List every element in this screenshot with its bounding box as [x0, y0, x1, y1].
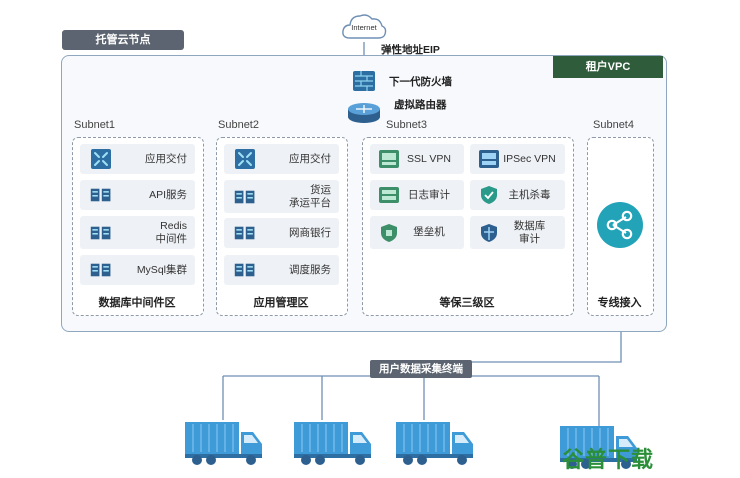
terminal-bus-label: 用户数据采集终端 — [370, 360, 472, 378]
truck-icon — [396, 422, 473, 465]
subnet2-item-bank: 网商银行 — [224, 218, 339, 248]
subnet3-item-db-audit: 数据库 审计 — [470, 216, 565, 249]
item-label: 堡垒机 — [413, 226, 445, 238]
truck-1 — [183, 420, 265, 471]
truck-2 — [292, 420, 374, 471]
subnet4-zone-label: 专线接入 — [597, 297, 642, 309]
cloud-icon — [342, 14, 387, 39]
firewall-icon — [352, 70, 376, 92]
watermark: 谷普下载 — [562, 447, 655, 472]
ipsec-vpn-icon — [478, 148, 500, 170]
subnet3-label: Subnet3 — [386, 119, 427, 131]
item-label: SSL VPN — [407, 152, 451, 165]
subnet2-label: Subnet2 — [218, 119, 259, 131]
subnet3-item-ssl-vpn: SSL VPN — [370, 144, 464, 174]
item-label: 调度服务 — [289, 263, 331, 276]
eip-label: 弹性地址EIP — [381, 44, 440, 56]
subnet3-item-antivirus: 主机杀毒 — [470, 180, 565, 210]
subnet2-item-dispatch: 调度服务 — [224, 255, 339, 285]
db-audit-icon — [478, 222, 500, 244]
server-icon — [234, 259, 256, 281]
truck-3 — [394, 420, 476, 471]
tenant-vpc-tag: 租户VPC — [553, 56, 663, 78]
item-label: Redis 中间件 — [155, 219, 188, 245]
truck-icon — [294, 422, 371, 465]
subnet3-item-log-audit: 日志审计 — [370, 180, 464, 210]
subnet2-item-app-delivery: 应用交付 — [224, 144, 339, 174]
truck-icon — [560, 426, 637, 469]
subnet1-item-app-delivery: 应用交付 — [80, 144, 195, 174]
subnet3-item-bastion: 堡垒机 — [370, 216, 464, 249]
item-label: MySql集群 — [136, 263, 187, 276]
server-icon — [90, 259, 112, 281]
server-icon — [90, 222, 112, 244]
subnet4-label: Subnet4 — [593, 119, 634, 131]
app-delivery-icon — [234, 148, 256, 170]
subnet1-label: Subnet1 — [74, 119, 115, 131]
router-label: 虚拟路由器 — [394, 99, 447, 111]
item-label: 数据库 审计 — [513, 219, 546, 245]
subnet3-zone-label: 等保三级区 — [439, 297, 495, 309]
item-label: 应用交付 — [145, 152, 187, 165]
truck-4 — [558, 424, 640, 475]
subnet1-item-redis: Redis 中间件 — [80, 216, 195, 249]
subnet1-zone-label: 数据库中间件区 — [98, 297, 176, 309]
item-label: 货运 承运平台 — [289, 183, 331, 209]
bastion-icon — [378, 222, 400, 244]
router-icon — [346, 101, 382, 125]
subnet2-item-freight: 货运 承运平台 — [224, 180, 339, 213]
ssl-vpn-icon — [378, 148, 400, 170]
subnet3-item-ipsec-vpn: IPSec VPN — [470, 144, 565, 174]
item-label: 应用交付 — [289, 152, 331, 165]
server-icon — [90, 184, 112, 206]
server-icon — [234, 222, 256, 244]
item-label: API服务 — [149, 188, 187, 201]
item-label: IPSec VPN — [503, 152, 556, 165]
firewall-label: 下一代防火墙 — [389, 76, 452, 88]
server-icon — [234, 186, 256, 208]
antivirus-icon — [478, 184, 500, 206]
subnet1-item-mysql: MySql集群 — [80, 255, 195, 285]
subnet2-zone-label: 应用管理区 — [253, 297, 309, 309]
internet-cloud: Internet — [340, 10, 388, 44]
internet-label: Internet — [351, 23, 377, 32]
log-audit-icon — [378, 184, 400, 206]
item-label: 主机杀毒 — [508, 188, 551, 201]
item-label: 网商银行 — [289, 226, 331, 239]
hosted-node-tag: 托管云节点 — [62, 30, 184, 50]
share-icon — [596, 201, 644, 249]
item-label: 日志审计 — [408, 188, 450, 201]
truck-icon — [185, 422, 262, 465]
subnet1-item-api: API服务 — [80, 180, 195, 210]
app-delivery-icon — [90, 148, 112, 170]
